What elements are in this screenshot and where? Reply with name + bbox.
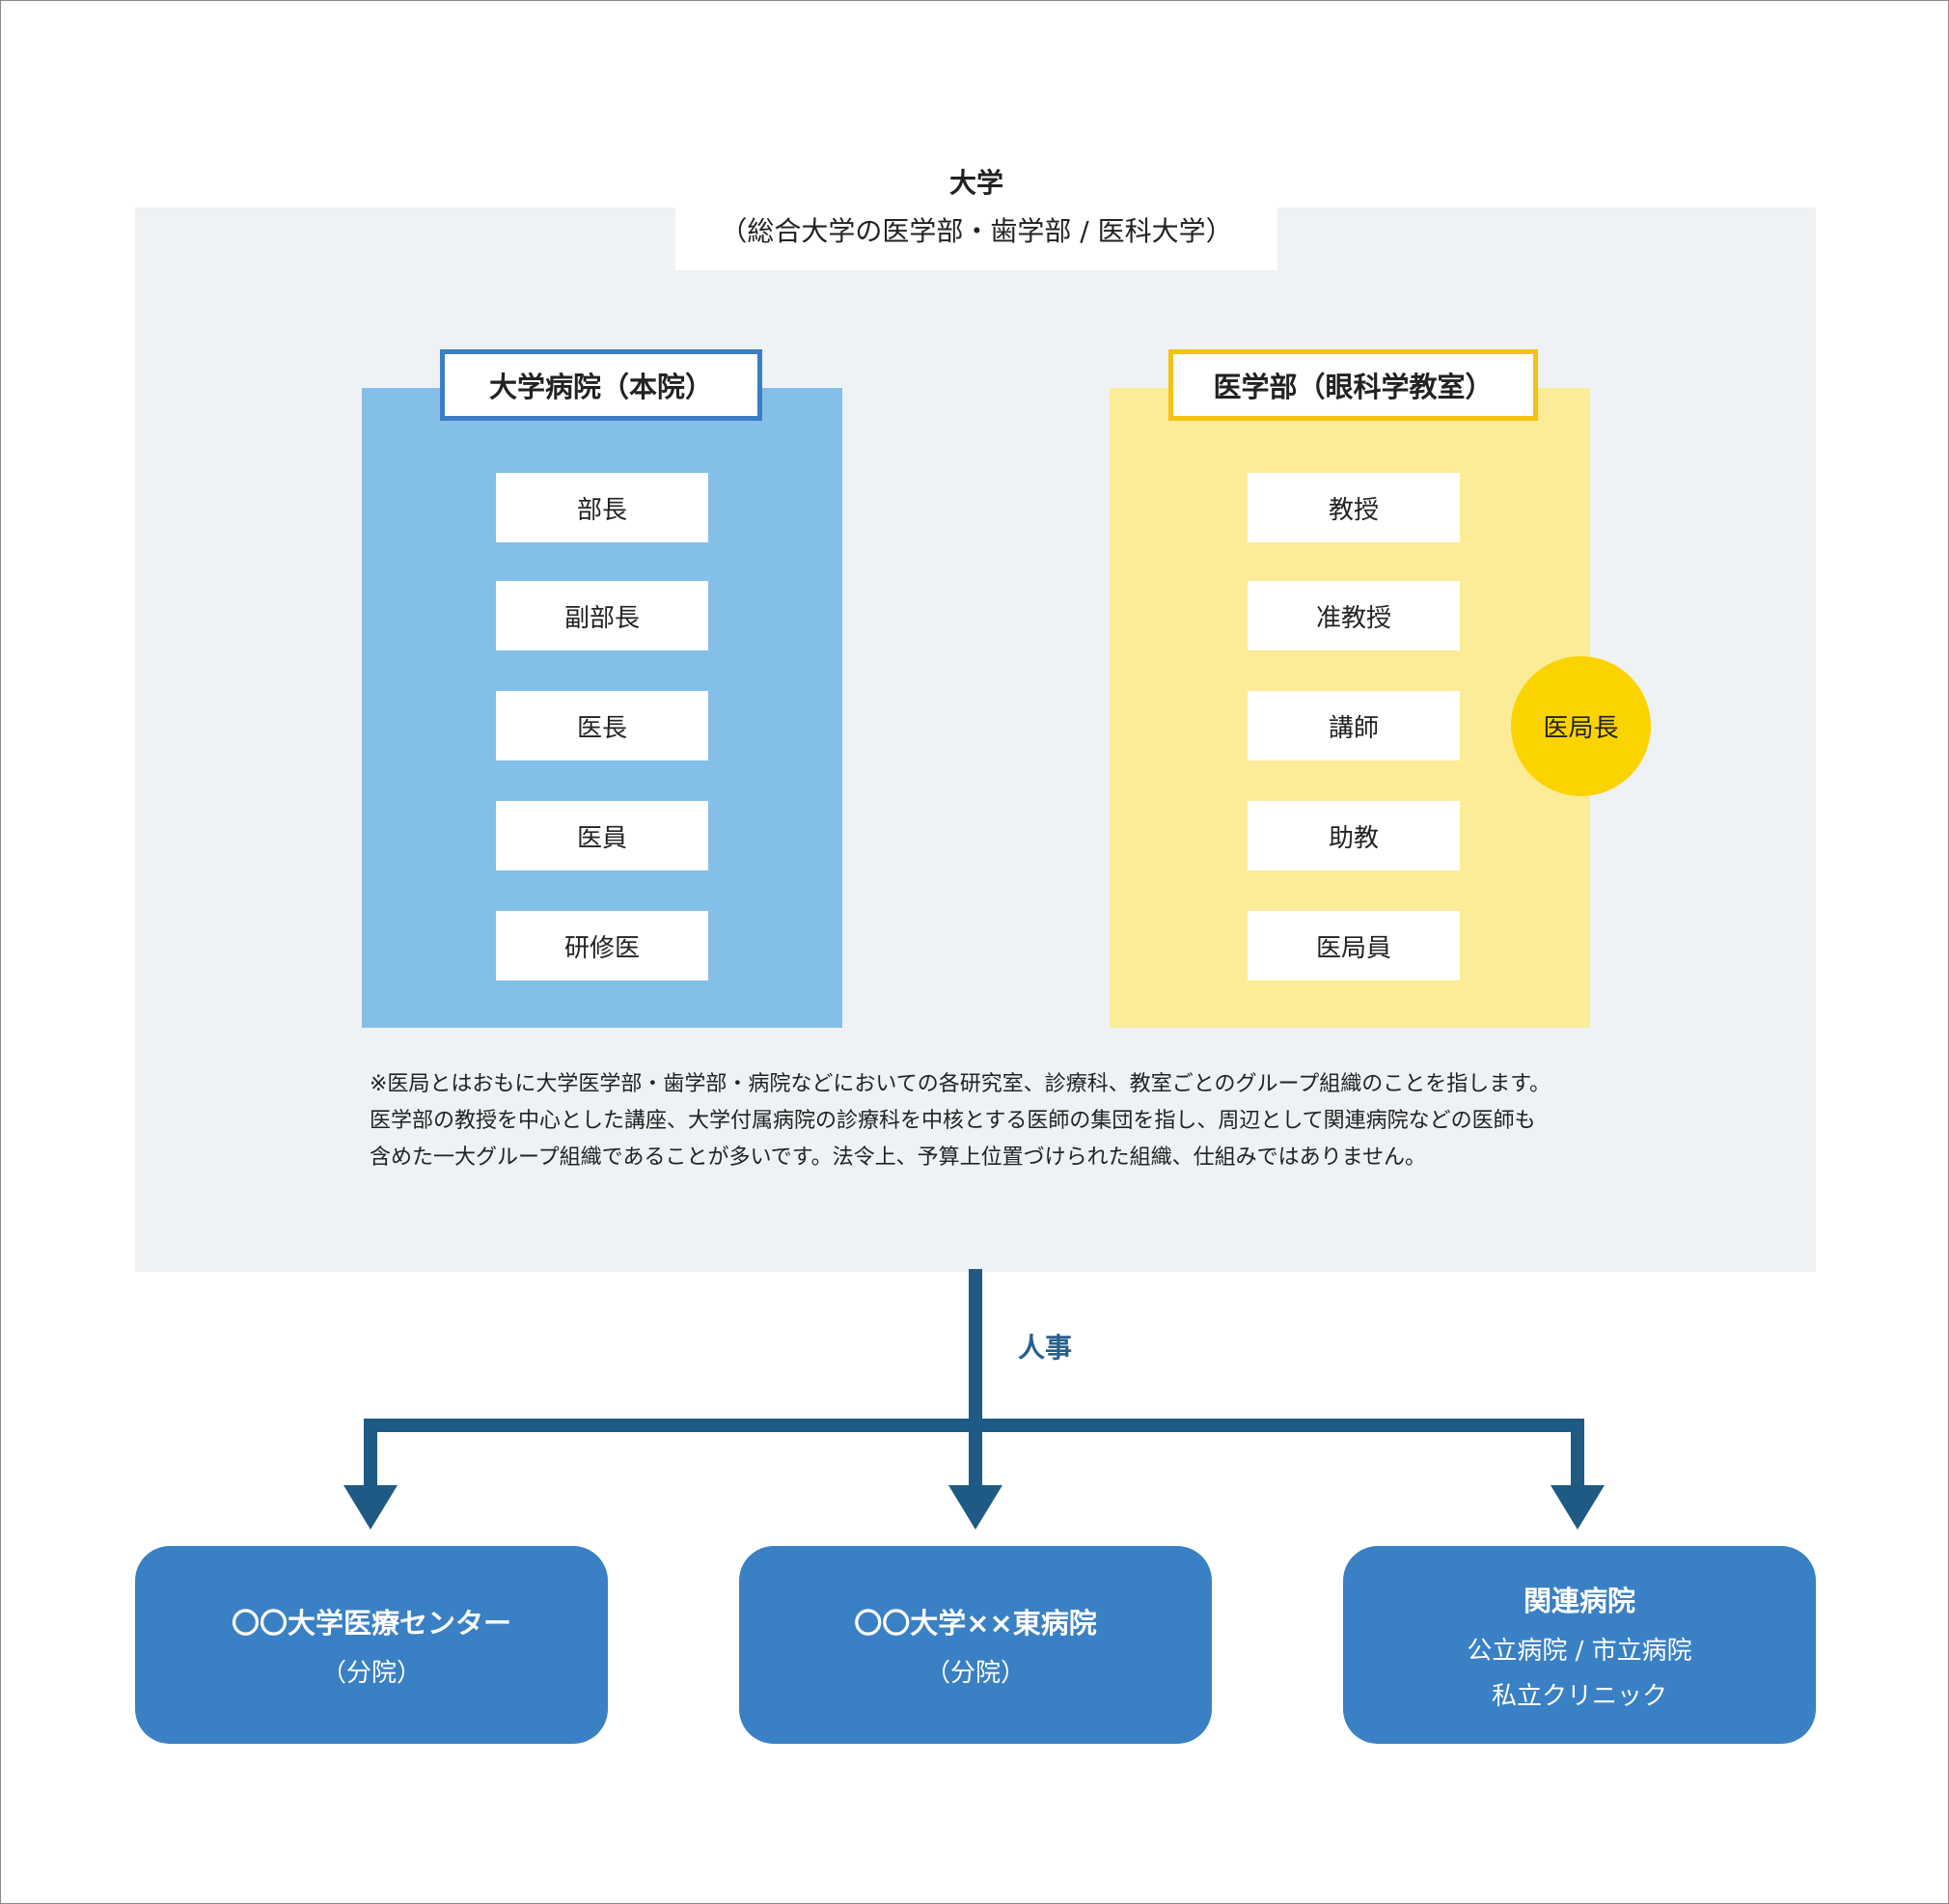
note-line: 医学部の教授を中心とした講座、大学付属病院の診療科を中核とする医師の集団を指し、… — [370, 1109, 1536, 1133]
destination-name: 関連病院 — [1523, 1584, 1635, 1617]
arrow-right-stem — [1571, 1419, 1584, 1488]
destination-box: 〇〇大学医療センター （分院） — [135, 1546, 608, 1744]
hospital-role: 副部長 — [496, 581, 708, 650]
faculty-role: 助教 — [1248, 801, 1460, 870]
arrow-center-stem — [969, 1419, 982, 1488]
hospital-role: 医長 — [496, 691, 708, 760]
personnel-label: 人事 — [1018, 1332, 1073, 1364]
university-title-box: 大学 （総合大学の医学部・歯学部 / 医科大学） — [675, 154, 1277, 270]
note-line: ※医局とはおもに大学医学部・歯学部・病院などにおいての各研究室、診療科、教室ごと… — [370, 1072, 1551, 1096]
destination-name: 〇〇大学医療センター — [231, 1607, 511, 1640]
university-subtitle: （総合大学の医学部・歯学部 / 医科大学） — [720, 215, 1233, 247]
note-line: 含めた一大グループ組織であることが多いです。法令上、予算上位置づけられた組織、仕… — [370, 1145, 1426, 1170]
destination-sub: 私立クリニック — [1491, 1681, 1667, 1711]
ikyoku-chief-badge: 医局長 — [1511, 656, 1651, 796]
arrow-right-head — [1551, 1485, 1605, 1530]
arrow-left-stem — [364, 1419, 377, 1488]
faculty-role: 准教授 — [1248, 581, 1460, 650]
hospital-role: 部長 — [496, 473, 708, 542]
destination-box: 関連病院 公立病院 / 市立病院 私立クリニック — [1343, 1546, 1816, 1744]
destination-sub: 公立病院 / 市立病院 — [1467, 1636, 1692, 1666]
ikyoku-note: ※医局とはおもに大学医学部・歯学部・病院などにおいての各研究室、診療科、教室ごと… — [370, 1066, 1624, 1176]
destination-box: 〇〇大学××東病院 （分院） — [739, 1546, 1212, 1744]
hospital-role: 医員 — [496, 801, 708, 870]
arrow-center-head — [948, 1485, 1002, 1530]
hospital-title: 大学病院（本院） — [440, 349, 762, 421]
faculty-role: 教授 — [1248, 473, 1460, 542]
faculty-role: 医局員 — [1248, 911, 1460, 980]
hospital-role: 研修医 — [496, 911, 708, 980]
destination-sub: （分院） — [320, 1659, 422, 1688]
arrow-left-head — [343, 1485, 398, 1530]
faculty-title: 医学部（眼科学教室） — [1168, 349, 1538, 421]
destination-sub: （分院） — [924, 1659, 1026, 1688]
faculty-role: 講師 — [1248, 691, 1460, 760]
university-title: 大学 — [948, 167, 1003, 199]
destination-name: 〇〇大学××東病院 — [854, 1607, 1097, 1640]
